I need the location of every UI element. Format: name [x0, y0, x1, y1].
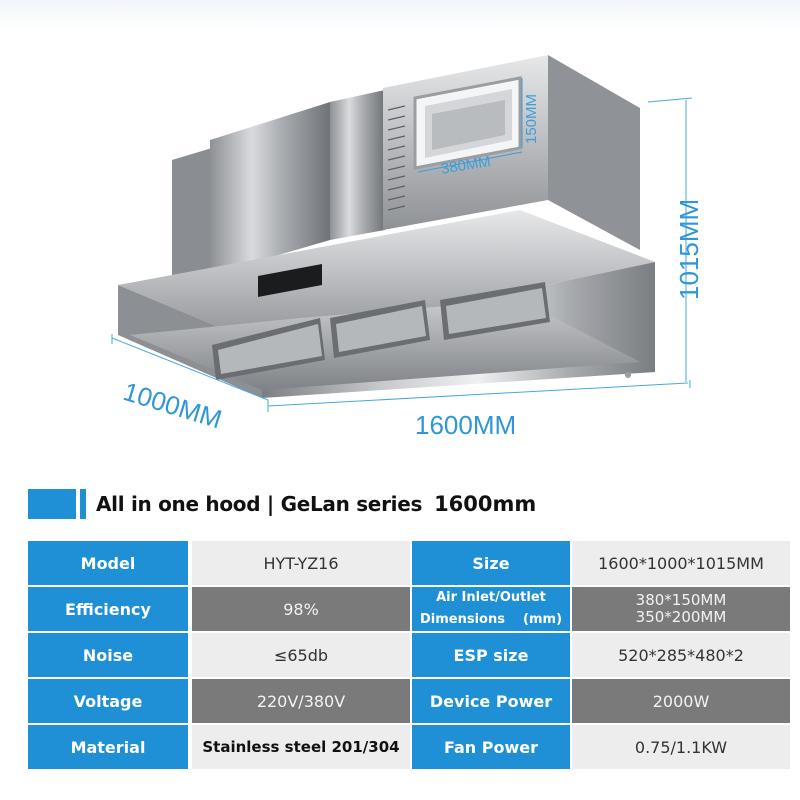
spec-label: Fan Power	[412, 725, 570, 769]
spec-label-line: Air Inlet/Outlet	[436, 589, 546, 605]
spec-row-efficiency: Efficiency 98% Air Inlet/Outlet Dimensio…	[28, 587, 790, 631]
spec-label: Noise	[28, 633, 188, 677]
spec-value: Stainless steel 201/304	[192, 725, 410, 769]
spec-value: 0.75/1.1KW	[572, 725, 790, 769]
spec-value: 2000W	[572, 679, 790, 723]
spec-label: Material	[28, 725, 188, 769]
spec-value-air-inlet: 380*150MM 350*200MM	[572, 587, 790, 631]
spec-value: 220V/380V	[192, 679, 410, 723]
product-image	[111, 55, 693, 412]
heading-size: 1600mm	[434, 492, 537, 516]
spec-value-line: 350*200MM	[635, 608, 727, 626]
spec-value: HYT-YZ16	[192, 541, 410, 585]
spec-label-line: Dimensions (mm)	[419, 612, 563, 627]
spec-row-voltage: Voltage 220V/380V Device Power 2000W	[28, 679, 790, 723]
spec-row-model: Model HYT-YZ16 Size 1600*1000*1015MM	[28, 541, 790, 585]
heading-accent-stripe	[80, 489, 86, 519]
heading-accent-bar	[28, 489, 76, 519]
spec-row-material: Material Stainless steel 201/304 Fan Pow…	[28, 725, 790, 769]
top-band	[0, 0, 800, 30]
spec-value: 1600*1000*1015MM	[572, 541, 790, 585]
spec-label: Efficiency	[28, 587, 188, 631]
spec-label: ESP size	[412, 633, 570, 677]
spec-label: Voltage	[28, 679, 188, 723]
spec-label: Device Power	[412, 679, 570, 723]
spec-row-noise: Noise ≤65db ESP size 520*285*480*2	[28, 633, 790, 677]
spec-label-air-inlet: Air Inlet/Outlet Dimensions (mm)	[412, 587, 570, 631]
spec-label: Size	[412, 541, 570, 585]
spec-value: 520*285*480*2	[572, 633, 790, 677]
spec-value: 98%	[192, 587, 410, 631]
section-heading: All in one hood | GeLan series 1600mm	[28, 488, 788, 520]
outlet-height-label: 150MM	[523, 93, 540, 144]
heading-title: All in one hood | GeLan series	[96, 492, 423, 516]
width-dimension-label: 1600MM	[415, 410, 517, 440]
spec-value-line: 380*150MM	[635, 590, 727, 609]
height-dimension-label: 1015MM	[674, 198, 704, 300]
spec-value: ≤65db	[192, 633, 410, 677]
spec-label: Model	[28, 541, 188, 585]
